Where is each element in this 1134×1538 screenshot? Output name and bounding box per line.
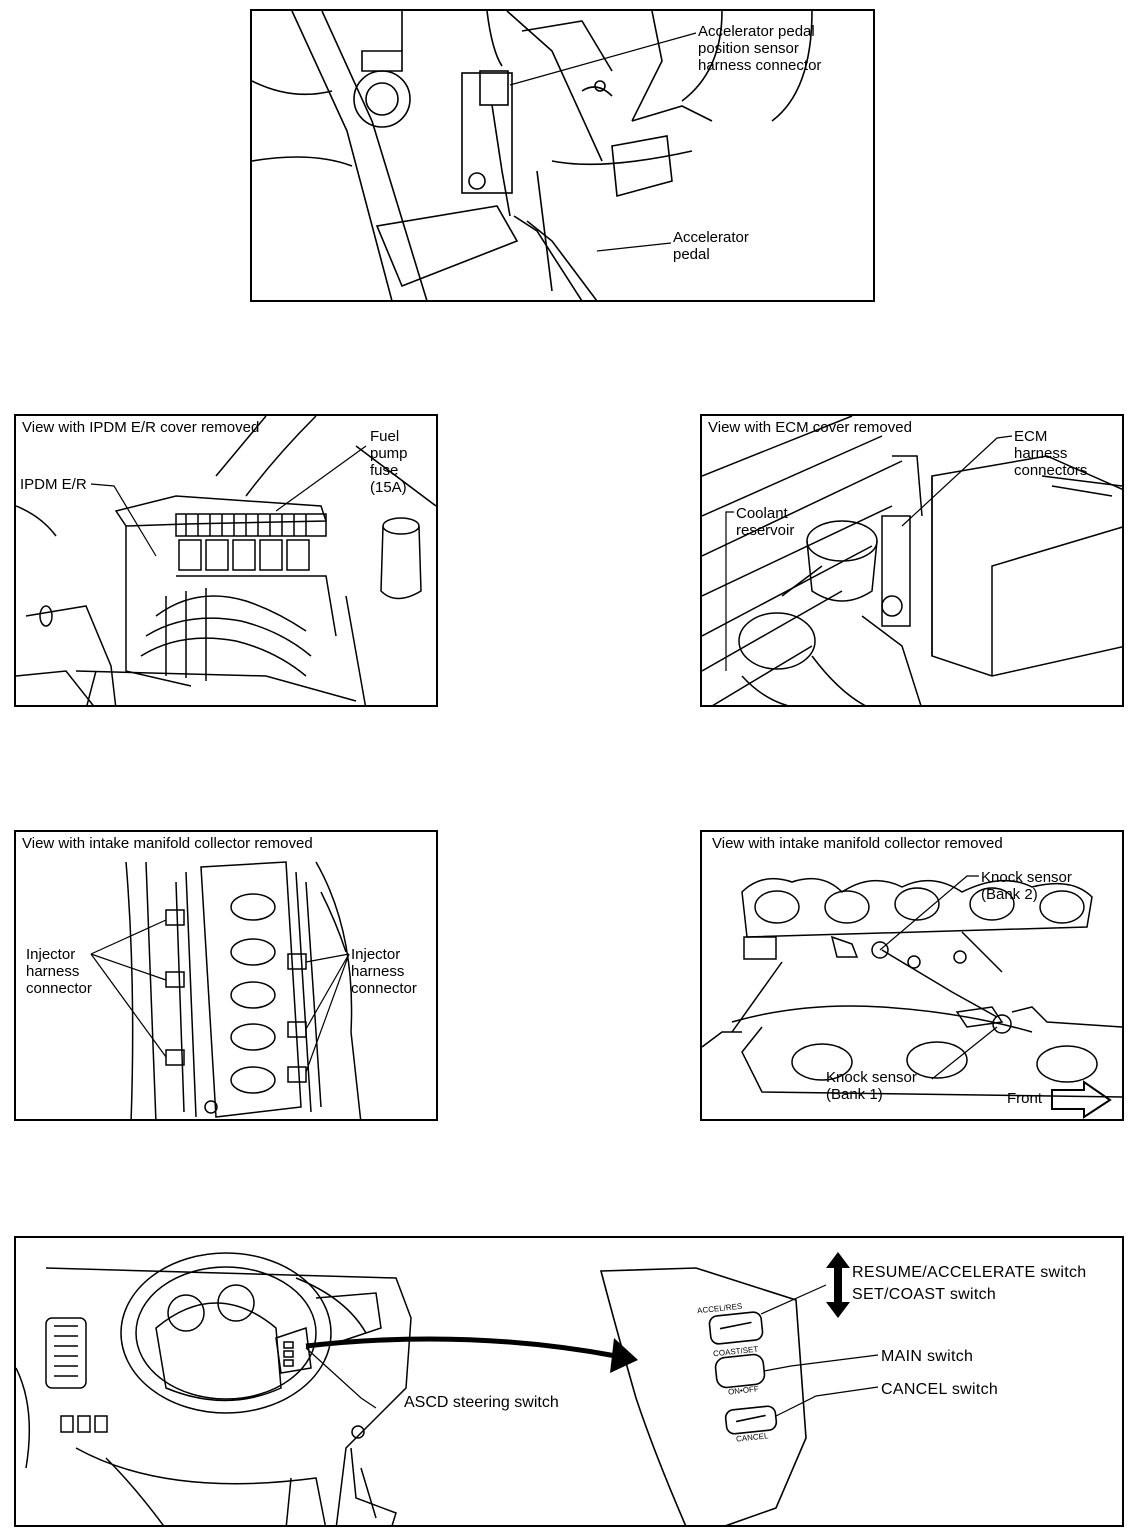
ascd-switch-panel: ACCEL/RES COAST/SET ON•OFF CANCEL ASCD s…	[14, 1236, 1124, 1527]
injector-panel: View with intake manifold collector remo…	[14, 830, 438, 1121]
ecm-panel-title: View with ECM cover removed	[708, 419, 912, 436]
main-switch-label: MAIN switch	[881, 1348, 974, 1365]
knock-sensor-bank1-label: Knock sensor (Bank 1)	[826, 1069, 917, 1103]
leader-lines	[509, 32, 697, 252]
switch-leader-lines	[305, 1284, 879, 1417]
ipdm-er-label: IPDM E/R	[20, 476, 87, 493]
injector-connector-right-label: Injector harness connector	[351, 946, 417, 997]
knock-sensor-illustration	[702, 877, 1122, 1098]
injector-connector-left-label: Injector harness connector	[26, 946, 92, 997]
up-down-arrow-icon	[826, 1252, 850, 1318]
ecm-harness-connectors-label: ECM harness connectors	[1014, 428, 1088, 479]
resume-accelerate-switch-label: RESUME/ACCELERATE switch	[852, 1264, 1087, 1281]
knock-sensor-bank2-label: Knock sensor (Bank 2)	[981, 869, 1072, 903]
pedal-sensor-connector-label: Accelerator pedal position sensor harnes…	[698, 23, 822, 74]
ipdm-panel: View with IPDM E/R cover removed IPDM E/…	[14, 414, 438, 707]
cancel-switch-label: CANCEL switch	[881, 1381, 999, 1398]
ipdm-panel-title: View with IPDM E/R cover removed	[22, 419, 260, 436]
ipdm-illustration	[16, 416, 436, 705]
ecm-panel: View with ECM cover removed ECM harness …	[700, 414, 1124, 707]
knock-leader-lines	[879, 875, 1112, 1119]
ecm-illustration	[702, 416, 1122, 705]
fuel-pump-fuse-label: Fuel pump fuse (15A)	[370, 428, 408, 496]
accelerator-pedal-label: Accelerator pedal	[673, 229, 749, 263]
coolant-reservoir-label: Coolant reservoir	[736, 505, 795, 539]
steering-wheel-illustration	[16, 1252, 412, 1525]
injector-illustration	[125, 861, 362, 1119]
accelerator-pedal-panel: Accelerator pedal position sensor harnes…	[250, 9, 875, 302]
front-direction-label: Front	[1007, 1090, 1043, 1107]
knock-sensor-panel: View with intake manifold collector remo…	[700, 830, 1124, 1121]
accelerator-pedal-illustration	[252, 11, 813, 300]
switch-pad-illustration	[599, 1267, 807, 1525]
ascd-steering-switch-label: ASCD steering switch	[404, 1394, 559, 1411]
knock-panel-title: View with intake manifold collector remo…	[712, 835, 1003, 852]
ipdm-leader-lines	[90, 445, 367, 557]
front-arrow-icon	[1051, 1080, 1112, 1119]
set-coast-switch-label: SET/COAST switch	[852, 1286, 997, 1303]
injector-leader-lines	[90, 919, 350, 1073]
injector-panel-title: View with intake manifold collector remo…	[22, 835, 313, 852]
ecm-leader-lines	[725, 435, 1013, 671]
switch-buttons	[708, 1311, 778, 1435]
